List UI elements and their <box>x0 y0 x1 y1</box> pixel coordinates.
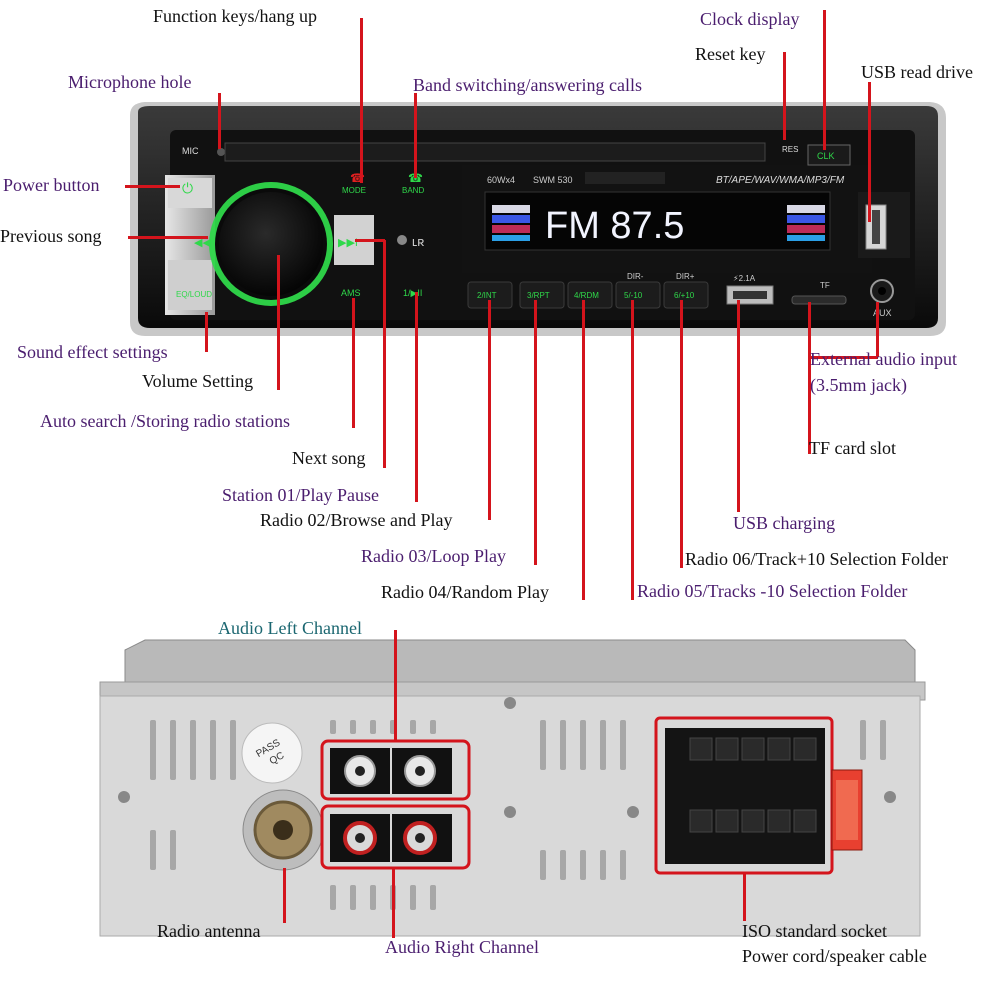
next-song-icon: ▶▶I <box>338 237 358 249</box>
leader-usb-read <box>868 82 871 222</box>
svg-text:ʟʀ: ʟʀ <box>412 234 424 249</box>
label-radio-02: Radio 02/Browse and Play <box>260 510 453 530</box>
screw <box>627 806 639 818</box>
eq-bars-left <box>492 205 530 241</box>
rear-panel-illustration: PASS QC <box>99 639 926 937</box>
btn2-text: 2/INT <box>477 291 497 300</box>
label-radio-antenna: Radio antenna <box>157 921 261 941</box>
leader-iso-socket <box>743 873 746 921</box>
power-spec-text: 60Wx4 <box>487 175 515 185</box>
front-panel-illustration: MIC ⏻ ◀◀ EQ/LOUD ▶▶I ☎ MODE ☎ BAND ʟʀ AM… <box>130 102 946 336</box>
leader-usb-charging <box>737 300 740 512</box>
leader-volume <box>277 255 280 390</box>
leader-reset-key <box>783 52 786 140</box>
eq-bars-right <box>787 205 825 241</box>
mode-text: MODE <box>342 186 366 195</box>
btn3-text: 3/RPT <box>527 291 550 300</box>
ams-text: AMS <box>341 288 361 298</box>
lcd-display <box>484 191 831 251</box>
previous-song-icon: ◀◀ <box>194 237 211 249</box>
leader-power <box>125 185 180 188</box>
label-previous-song: Previous song <box>0 226 102 246</box>
leader-function-keys <box>360 18 363 183</box>
band-icon: ☎ <box>408 171 423 185</box>
leader-band <box>414 93 417 178</box>
label-function-keys: Function keys/hang up <box>153 6 317 26</box>
label-power-button: Power button <box>3 175 100 195</box>
label-radio-03: Radio 03/Loop Play <box>361 546 506 566</box>
leader-previous <box>128 236 208 239</box>
label-tf-card-slot: TF card slot <box>809 438 896 458</box>
leader-next-song <box>383 240 386 468</box>
dir-minus-text: DIR- <box>627 272 644 281</box>
label-clock-display: Clock display <box>700 9 800 29</box>
screw <box>118 791 130 803</box>
label-volume-setting: Volume Setting <box>142 371 254 391</box>
aux-text: AUX <box>873 308 892 318</box>
leader-audio-right <box>392 868 395 938</box>
screw <box>504 806 516 818</box>
label-band-switching: Band switching/answering calls <box>413 75 642 95</box>
btn5-text: 5/-10 <box>624 291 643 300</box>
panel-mic-text: MIC <box>182 146 199 156</box>
label-audio-left: Audio Left Channel <box>218 618 362 638</box>
label-external-audio-jack: (3.5mm jack) <box>810 375 907 395</box>
label-iso-power-cord: Power cord/speaker cable <box>742 946 927 966</box>
screw <box>504 697 516 709</box>
tf-text: TF <box>820 281 830 290</box>
label-auto-search: Auto search /Storing radio stations <box>40 411 290 431</box>
tf-card-slot <box>791 295 847 305</box>
label-usb-charging: USB charging <box>733 513 836 533</box>
leader-sound-effect <box>205 312 208 352</box>
leader-audio-left <box>394 630 397 742</box>
res-text: RES <box>782 145 798 154</box>
lcd-frequency-text: FM 87.5 <box>545 205 684 247</box>
label-sound-effect: Sound effect settings <box>17 342 168 362</box>
band-text: BAND <box>402 186 424 195</box>
audio-right-channel-box <box>320 804 471 870</box>
play-pause-text: 1/▶II <box>403 288 422 298</box>
pass-qc-sticker <box>241 722 303 784</box>
volume-knob <box>219 192 323 296</box>
leader-next-song-h <box>355 239 385 242</box>
bluetooth-sensor-icon <box>397 235 407 245</box>
leader-radio-06 <box>680 300 683 568</box>
btn4-text: 4/RDM <box>574 291 599 300</box>
label-audio-right: Audio Right Channel <box>385 937 539 957</box>
power-icon: ⏻ <box>182 180 193 196</box>
leader-station-01 <box>415 292 418 502</box>
label-station-01: Station 01/Play Pause <box>222 485 379 505</box>
label-reset-key: Reset key <box>695 44 766 64</box>
usb-amp-text: ⚡2.1A <box>733 274 756 283</box>
label-radio-04: Radio 04/Random Play <box>381 582 549 602</box>
preset-buttons <box>467 281 709 309</box>
leader-auto-search <box>352 298 355 428</box>
label-iso-socket: ISO standard socket <box>742 921 887 941</box>
screw <box>884 791 896 803</box>
formats-text: BT/APE/WAV/WMA/MP3/FM <box>716 175 845 186</box>
leader-radio-05 <box>631 300 634 600</box>
model-text: SWM 530 <box>533 175 573 185</box>
label-next-song: Next song <box>292 448 366 468</box>
leader-antenna <box>283 868 286 923</box>
leader-radio-04 <box>582 300 585 600</box>
leader-radio-02 <box>488 300 491 520</box>
label-radio-06: Radio 06/Track+10 Selection Folder <box>685 549 948 569</box>
leader-external-audio-h <box>808 356 878 359</box>
leader-clock-display <box>823 10 826 150</box>
mic-hole <box>217 148 225 156</box>
label-microphone-hole: Microphone hole <box>68 72 192 92</box>
dir-plus-text: DIR+ <box>676 272 695 281</box>
leader-radio-03 <box>534 300 537 565</box>
label-usb-read-drive: USB read drive <box>861 62 973 82</box>
leader-external-audio <box>876 302 879 357</box>
btn6-text: 6/+10 <box>674 291 695 300</box>
clk-text: CLK <box>817 151 835 161</box>
leader-tf-card <box>808 302 811 454</box>
eq-loud-text: EQ/LOUD <box>176 290 212 299</box>
leader-microphone <box>218 93 221 149</box>
label-radio-05: Radio 05/Tracks -10 Selection Folder <box>637 581 908 601</box>
label-external-audio: External audio input <box>810 349 957 369</box>
